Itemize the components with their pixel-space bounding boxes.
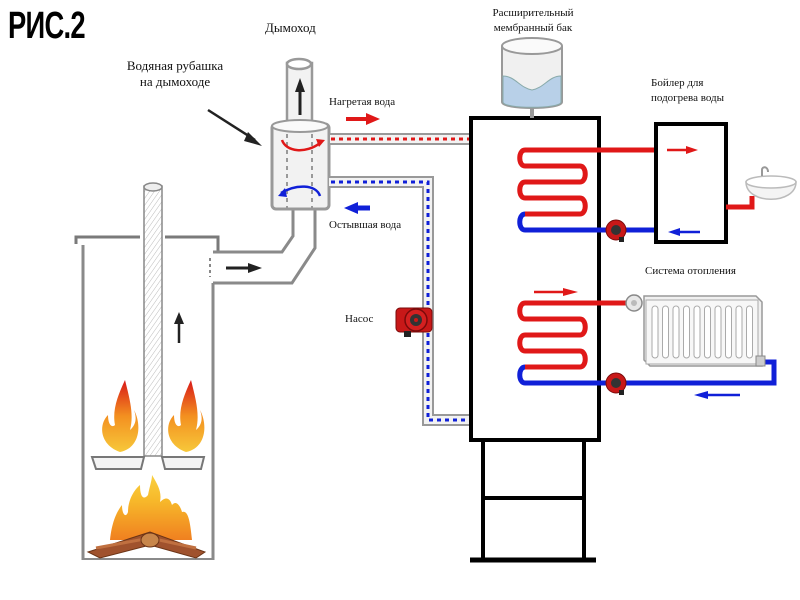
water-jacket-label-line1: Водяная рубашка [126, 58, 224, 73]
heated-water-label: Нагретая вода [329, 96, 396, 108]
hot-water-pipe [328, 113, 492, 182]
cooled-water-label: Остывшая вода [329, 219, 402, 231]
radiator-fin [693, 305, 701, 359]
chimney-water-jacket [270, 57, 331, 211]
figure-title: РИС.2 [8, 5, 86, 47]
chimney-up-arrow-icon [295, 78, 305, 115]
smoke-duct [209, 210, 317, 285]
pump-label: Насос [345, 313, 374, 325]
radiator-fin [662, 305, 669, 359]
radiator-fin [683, 305, 690, 359]
storage-tank [469, 116, 601, 563]
smoke-right-arrow-icon [226, 263, 262, 273]
hot-flow-arrow-icon [346, 113, 380, 125]
flame-icon [102, 380, 139, 452]
expansion-tank-label-line2: мембранный бак [493, 22, 573, 34]
cold-flow-arrow-icon [344, 202, 370, 214]
boiler-pump-icon [605, 219, 627, 242]
smoke-up-arrow-icon [174, 312, 184, 343]
chimney-label: Дымоход [265, 20, 316, 35]
circulation-pump-icon [395, 307, 433, 337]
fire-icon [110, 475, 192, 540]
sink-icon [745, 166, 797, 200]
pointer-arrow-icon [207, 108, 262, 146]
radiator-fin [735, 305, 743, 359]
flame-icon [168, 380, 205, 452]
radiator-fins [651, 305, 753, 359]
lower-heat-exchanger-coil [517, 288, 777, 399]
radiator-fin [672, 305, 680, 359]
heating-return-arrow-icon [694, 391, 740, 399]
stove [74, 182, 220, 560]
expansion-tank-label-line1: Расширительный [492, 7, 574, 19]
upper-heat-exchanger-coil [517, 147, 655, 242]
heating-pump-icon [605, 372, 627, 395]
boiler-cold-arrow-icon [668, 228, 700, 236]
radiator-fin [714, 305, 722, 359]
water-jacket-label-line2: на дымоходе [139, 74, 211, 89]
expansion-tank-icon [501, 37, 563, 118]
dhw-boiler [654, 122, 755, 244]
radiator-icon [625, 294, 766, 367]
heating-system-label: Система отопления [645, 265, 736, 277]
heating-hot-arrow-icon [534, 288, 578, 296]
radiator-fin [746, 305, 753, 359]
radiator-fin [704, 305, 711, 359]
boiler-label-line1: Бойлер для [651, 77, 704, 89]
boiler-label-line2: подогрева воды [651, 92, 725, 104]
boiler-hot-arrow-icon [667, 146, 698, 154]
radiator-fin [651, 305, 659, 359]
firewood-icon [86, 531, 207, 559]
radiator-fin [725, 305, 732, 359]
